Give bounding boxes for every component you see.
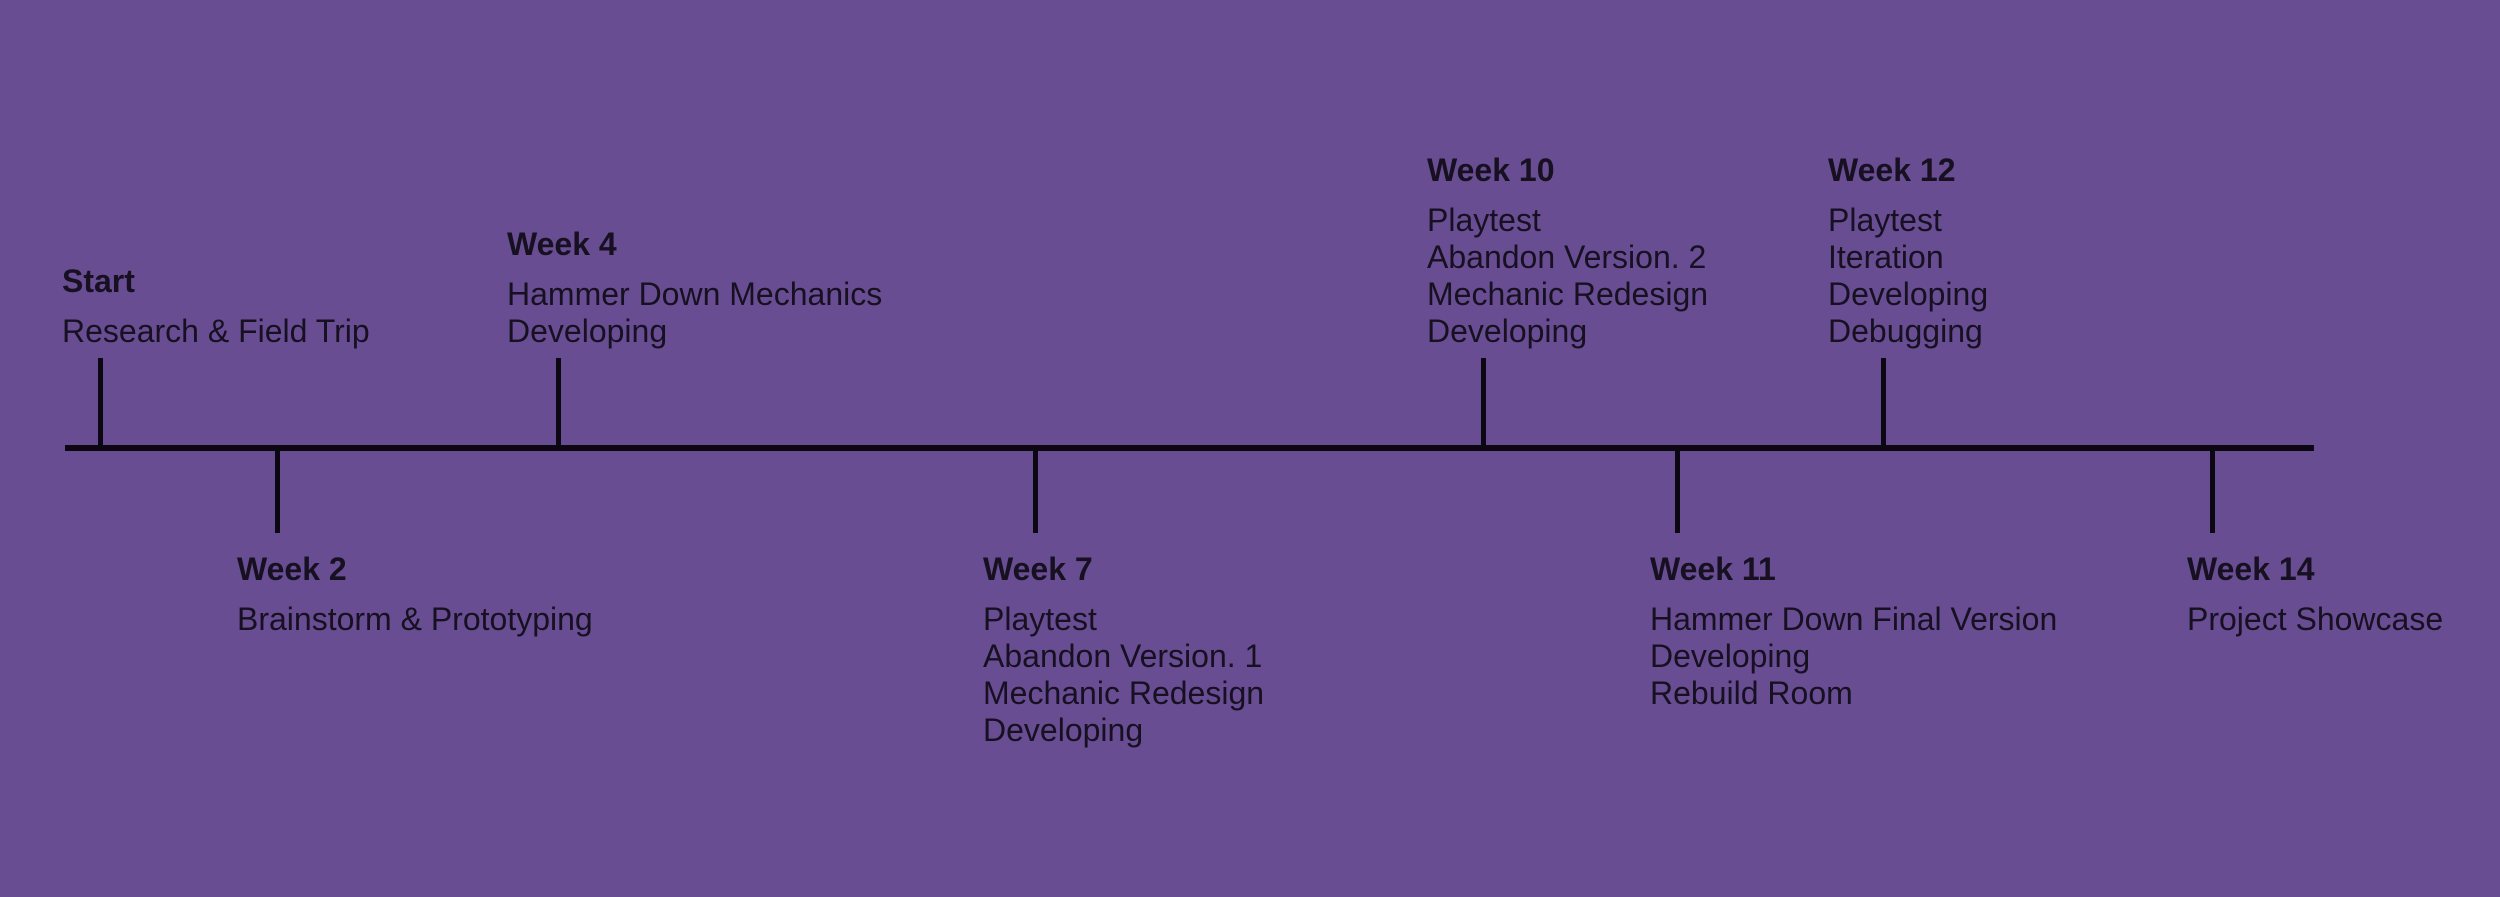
milestone-details: Project Showcase xyxy=(2187,601,2443,638)
milestone-week-14: Week 14 Project Showcase xyxy=(2187,551,2443,638)
tick-week-2 xyxy=(275,445,280,533)
tick-week-7 xyxy=(1033,445,1038,533)
milestone-detail-line: Debugging xyxy=(1828,313,1983,349)
milestone-title: Week 14 xyxy=(2187,551,2315,587)
milestone-start: Start Research & Field Trip xyxy=(62,263,370,350)
milestone-detail-line: Brainstorm & Prototyping xyxy=(237,601,593,637)
milestone-detail-line: Developing xyxy=(507,313,668,349)
milestone-detail-line: Abandon Version. 1 xyxy=(983,638,1263,674)
tick-week-10 xyxy=(1481,358,1486,451)
milestone-detail-line: Research & Field Trip xyxy=(62,313,370,349)
milestone-title: Week 10 xyxy=(1427,152,1555,188)
milestone-detail-line: Rebuild Room xyxy=(1650,675,1853,711)
milestone-title: Week 7 xyxy=(983,551,1093,587)
tick-week-11 xyxy=(1675,445,1680,533)
milestone-detail-line: Developing xyxy=(1427,313,1588,349)
milestone-week-2: Week 2 Brainstorm & Prototyping xyxy=(237,551,593,638)
milestone-detail-line: Mechanic Redesign xyxy=(1427,276,1709,312)
milestone-detail-line: Developing xyxy=(1828,276,1989,312)
milestone-title: Week 2 xyxy=(237,551,347,587)
milestone-detail-line: Abandon Version. 2 xyxy=(1427,239,1707,275)
tick-week-4 xyxy=(556,358,561,451)
milestone-detail-line: Mechanic Redesign xyxy=(983,675,1265,711)
milestone-detail-line: Project Showcase xyxy=(2187,601,2444,637)
milestone-detail-line: Developing xyxy=(1650,638,1811,674)
milestone-details: Brainstorm & Prototyping xyxy=(237,601,593,638)
milestone-detail-line: Playtest xyxy=(983,601,1097,637)
milestone-details: Research & Field Trip xyxy=(62,313,370,350)
timeline-axis-line xyxy=(65,445,2314,451)
milestone-title: Week 11 xyxy=(1650,551,1776,587)
milestone-title: Start xyxy=(62,263,135,299)
tick-start xyxy=(98,358,103,451)
milestone-title: Week 12 xyxy=(1828,152,1956,188)
milestone-detail-line: Hammer Down Mechanics xyxy=(507,276,883,312)
tick-week-14 xyxy=(2210,445,2215,533)
milestone-detail-line: Playtest xyxy=(1828,202,1942,238)
milestone-detail-line: Playtest xyxy=(1427,202,1541,238)
milestone-detail-line: Developing xyxy=(983,712,1144,748)
milestone-detail-line: Iteration xyxy=(1828,239,1944,275)
milestone-detail-line: Hammer Down Final Version xyxy=(1650,601,2058,637)
milestone-title: Week 4 xyxy=(507,226,617,262)
tick-week-12 xyxy=(1881,358,1886,451)
